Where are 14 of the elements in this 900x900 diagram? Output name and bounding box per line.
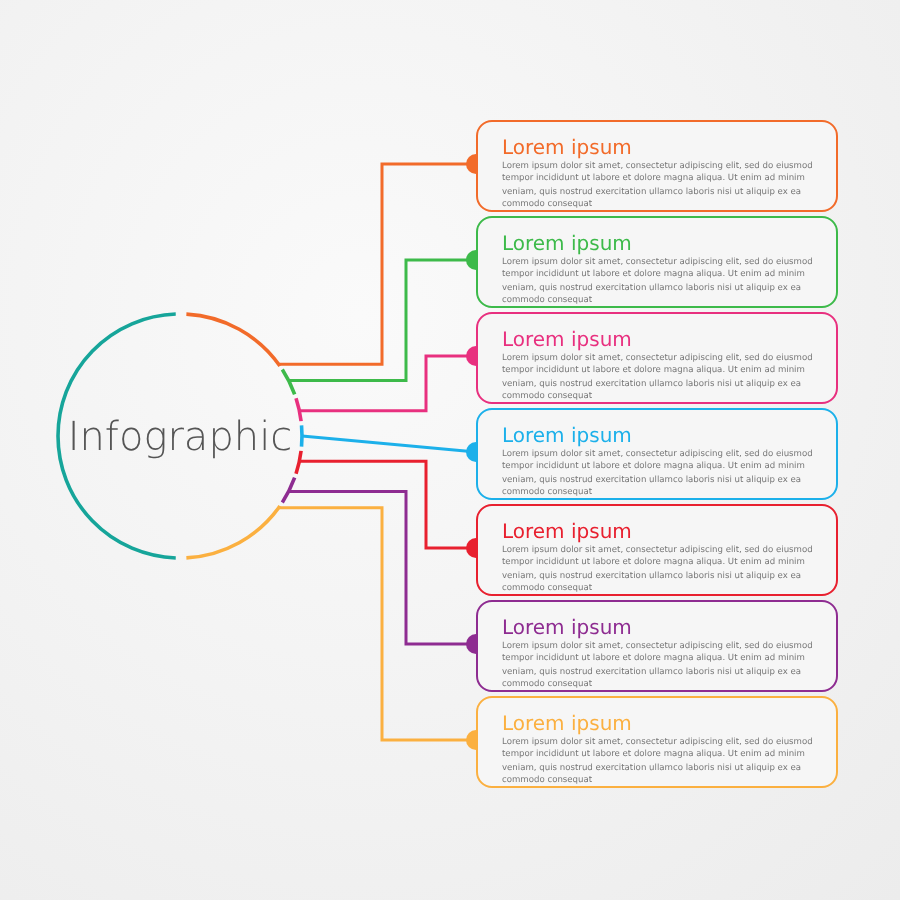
text-card [476, 312, 838, 404]
card-title: Lorem ipsum [502, 618, 632, 640]
text-card [476, 120, 838, 212]
text-card [476, 696, 838, 788]
text-card [476, 408, 838, 500]
text-card [476, 216, 838, 308]
card-title: Lorem ipsum [502, 234, 632, 256]
text-card [476, 504, 838, 596]
card-title: Lorem ipsum [502, 426, 632, 448]
text-card [476, 600, 838, 692]
card-title: Lorem ipsum [502, 138, 632, 160]
card-title: Lorem ipsum [502, 522, 632, 544]
card-title: Lorem ipsum [502, 330, 632, 352]
card-title: Lorem ipsum [502, 714, 632, 736]
